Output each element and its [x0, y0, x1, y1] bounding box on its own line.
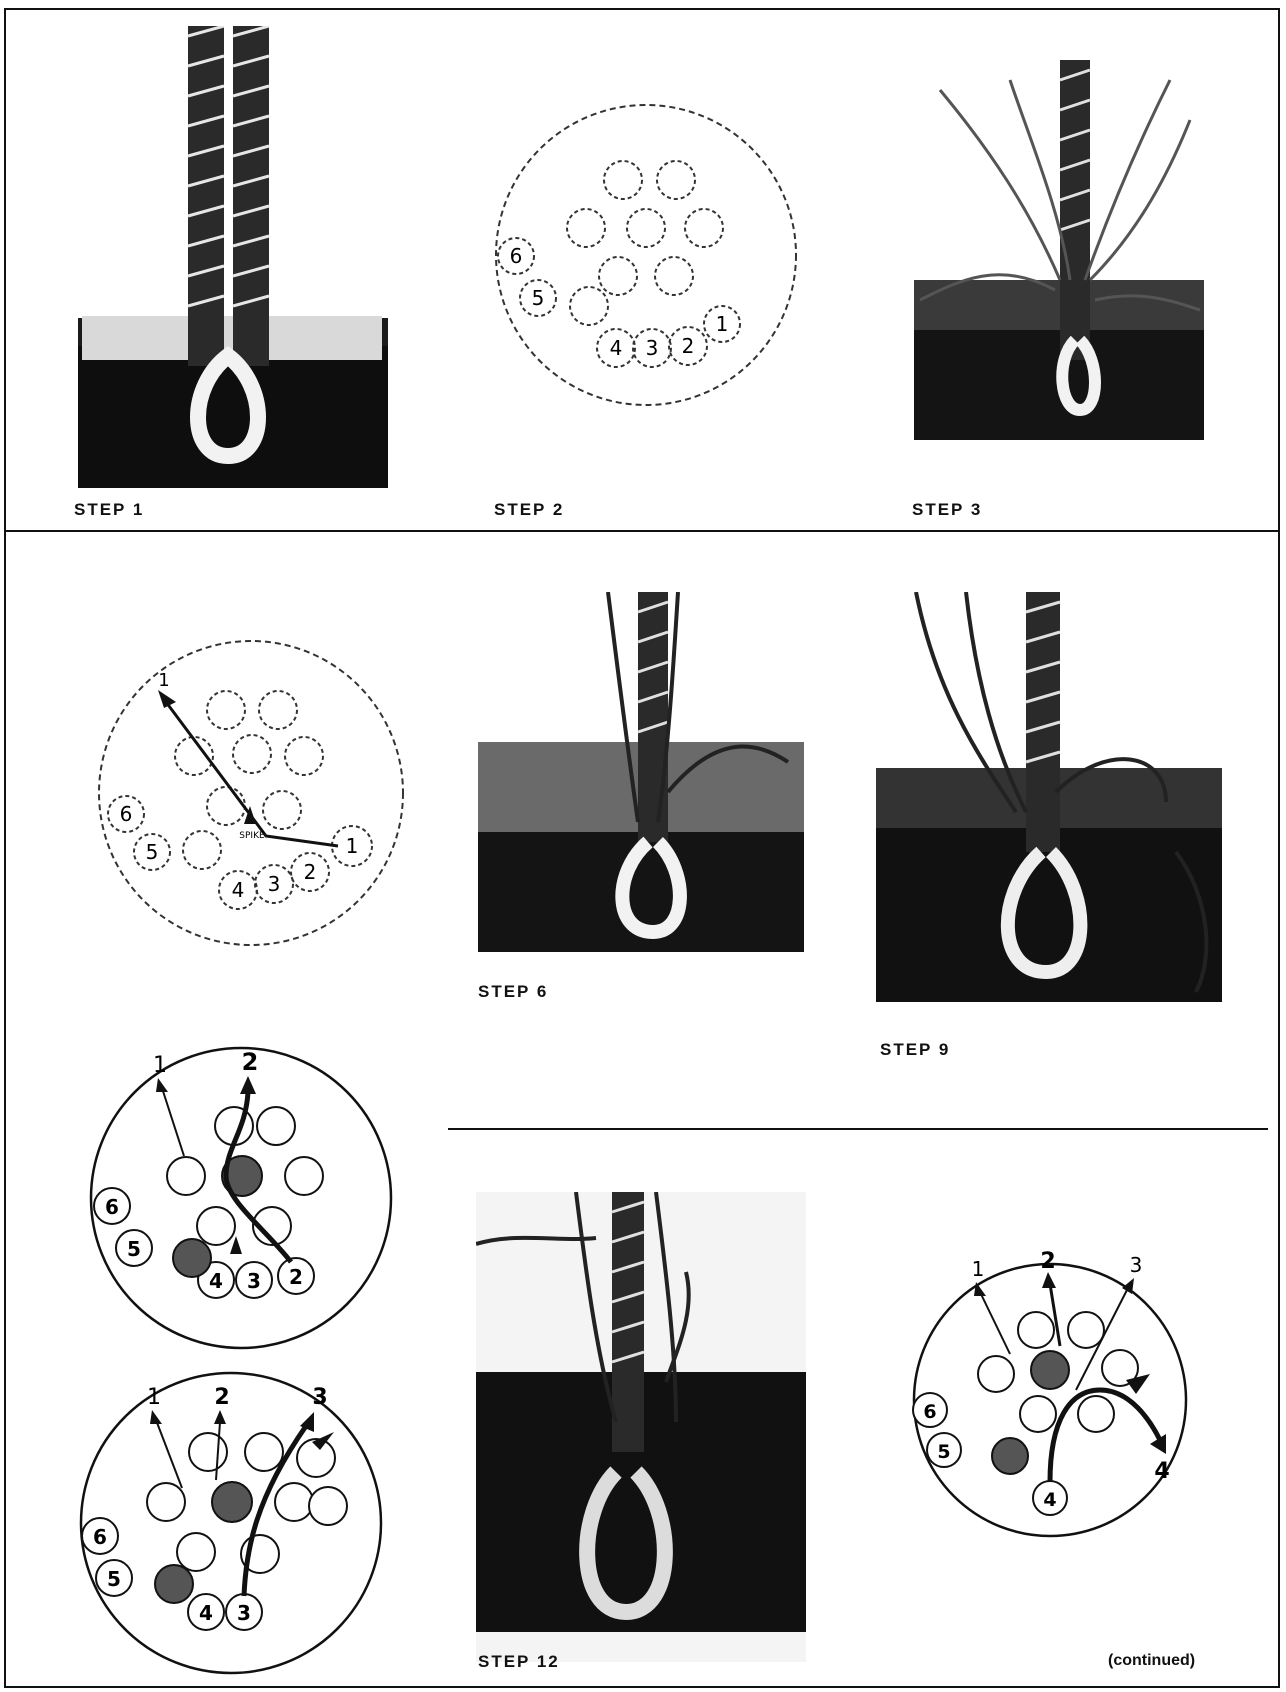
strand4-arrow-3: 3	[1130, 1253, 1143, 1277]
strand2-arrow-1: 1	[153, 1053, 167, 1078]
strand2-arrow-2: 2	[242, 1048, 259, 1076]
divider-right	[448, 1128, 1268, 1130]
strand2-strand-3: 3	[247, 1269, 261, 1293]
spike1-strand-3: 3	[268, 872, 281, 896]
continued-note: (continued)	[1108, 1652, 1195, 1670]
step3-photo	[910, 60, 1210, 440]
spike1-strand-2: 2	[304, 860, 317, 884]
strand3-strand-3: 3	[237, 1601, 251, 1625]
spike1-strand-6: 6	[120, 802, 133, 826]
spike1-strand-1: 1	[346, 834, 359, 858]
spike1-label: SPIKE	[239, 831, 265, 841]
strand2-diagram: 1 2 6 5 4 3 2	[76, 1030, 406, 1350]
step2-caption: STEP 2	[494, 500, 564, 520]
step2-strand-6: 6	[510, 244, 523, 268]
step9-photo	[876, 592, 1222, 1002]
strand2-strand-2: 2	[289, 1265, 303, 1289]
step12-photo	[476, 1192, 806, 1662]
strand3-strand-5: 5	[107, 1567, 121, 1591]
step2-diagram: 6 5 4 3 2 1	[486, 100, 806, 410]
step12-caption: STEP 12	[478, 1652, 560, 1672]
step9-caption: STEP 9	[880, 1040, 950, 1060]
step1-caption: STEP 1	[74, 500, 144, 520]
strand3-strand-4: 4	[199, 1601, 213, 1625]
strand4-strand-6: 6	[923, 1401, 936, 1423]
step2-strand-2: 2	[682, 334, 695, 358]
step2-strand-3: 3	[646, 336, 659, 360]
spike1-strand-4: 4	[232, 878, 245, 902]
strand4-arrow-1: 1	[972, 1257, 985, 1281]
strand3-arrow-2: 2	[214, 1385, 229, 1410]
spike-diagram-1: 1 1 6 5 4 3 2 SPIKE	[86, 638, 416, 948]
step1-photo	[68, 26, 393, 490]
strand4-strand-4: 4	[1043, 1489, 1056, 1511]
strand2-strand-5: 5	[127, 1237, 141, 1261]
strand3-strand-6: 6	[93, 1525, 107, 1549]
step2-strand-1: 1	[716, 312, 729, 336]
spike1-arrow-1: 1	[158, 670, 169, 691]
strand2-strand-4: 4	[209, 1269, 223, 1293]
step6-photo	[478, 592, 804, 952]
strand4-arrow-2: 2	[1040, 1250, 1055, 1274]
step2-strand-4: 4	[610, 336, 623, 360]
strand3-arrow-1: 1	[147, 1385, 161, 1410]
divider-top	[6, 530, 1280, 532]
strand4-arrow-4: 4	[1154, 1459, 1169, 1484]
step6-caption: STEP 6	[478, 982, 548, 1002]
strand3-diagram: 1 2 3 6 5 4 3	[66, 1368, 396, 1678]
strand3-arrow-3: 3	[312, 1385, 327, 1410]
step2-strand-5: 5	[532, 286, 545, 310]
spike1-strand-5: 5	[146, 840, 159, 864]
step3-caption: STEP 3	[912, 500, 982, 520]
strand4-diagram: 1 2 3 4 6 5 4	[900, 1250, 1200, 1540]
strand2-strand-6: 6	[105, 1195, 119, 1219]
strand4-strand-5: 5	[937, 1441, 950, 1463]
